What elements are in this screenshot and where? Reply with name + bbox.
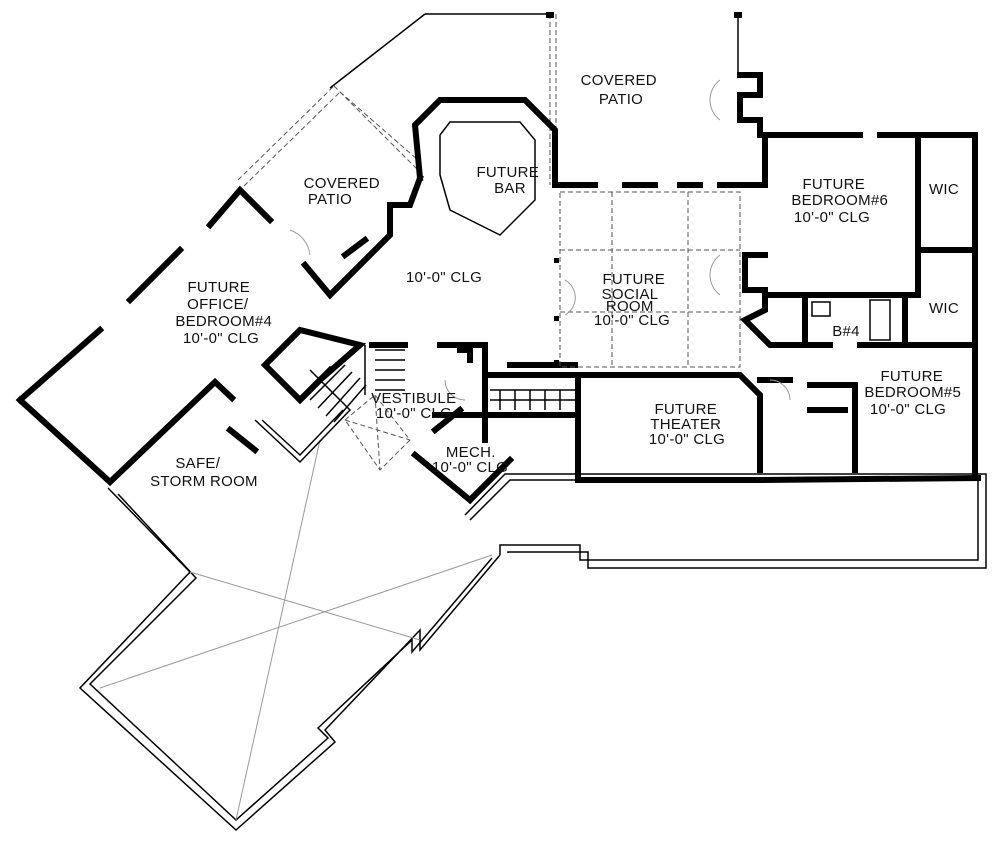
label-wic-top: WIC <box>929 181 959 198</box>
label-future-office-bedroom4: FUTURE OFFICE/ BEDROOM#4 10'-0" CLG <box>175 279 276 347</box>
lower-corridor-outline <box>464 473 987 569</box>
label-future-bar: FUTURE BAR <box>476 164 543 197</box>
label-safe-storm-room: SAFE/ STORM ROOM <box>150 455 258 490</box>
label-covered-patio-top: COVERED PATIO <box>581 72 662 108</box>
label-covered-patio-left: COVERED PATIO <box>304 175 385 208</box>
label-future-social-room: FUTURE SOCIAL ROOM 10'-0" CLG <box>594 271 670 329</box>
label-future-theater: FUTURE THEATER 10'-0" CLG <box>649 401 726 448</box>
garage-outline <box>78 439 501 832</box>
label-vestibule: VESTIBULE 10'-0" CLG <box>371 390 461 422</box>
label-future-bedroom6: FUTURE BEDROOM#6 10'-0" CLG <box>791 176 892 226</box>
label-bath4: B#4 <box>832 323 860 340</box>
walls <box>15 72 982 505</box>
label-future-bedroom5: FUTURE BEDROOM#5 10'-0" CLG <box>864 368 965 418</box>
room-labels: COVERED PATIO COVERED PATIO FUTURE BAR 1… <box>150 72 965 490</box>
details <box>289 79 891 471</box>
patio-diagonal-lines <box>237 12 742 187</box>
label-mech: MECH. 10'-0" CLG <box>432 444 508 476</box>
label-wic-mid: WIC <box>929 300 959 317</box>
label-main-clg: 10'-0" CLG <box>406 269 482 286</box>
